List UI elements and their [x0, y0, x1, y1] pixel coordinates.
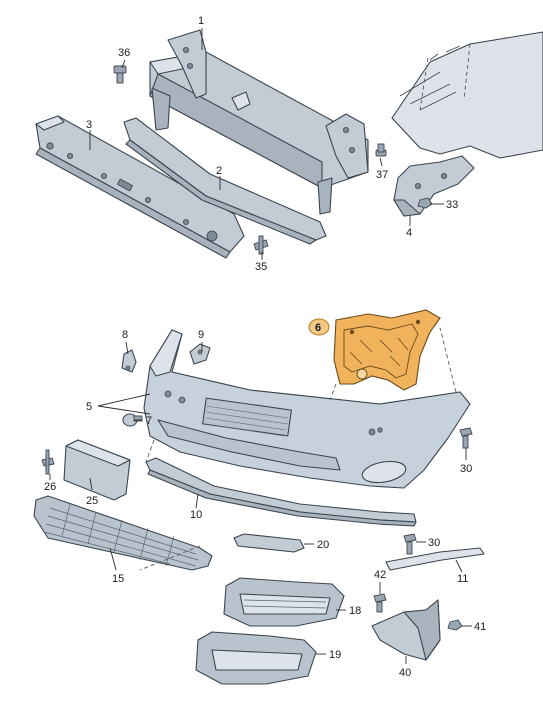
fender-outline	[391, 31, 543, 159]
callout-26: 26	[44, 481, 56, 493]
bolt-part-30-lower	[403, 533, 417, 555]
small-bracket-part-9	[189, 343, 211, 365]
callout-36: 36	[118, 47, 130, 59]
callout-7: 7	[146, 415, 152, 427]
bolt-part-30-upper	[459, 427, 473, 449]
callout-9: 9	[198, 329, 204, 341]
sensor-part-7	[122, 413, 143, 427]
callout-41: 41	[474, 621, 486, 633]
fog-lamp-grille-part-19	[195, 631, 317, 685]
lower-strip-part-2	[123, 117, 327, 245]
callout-6-oval	[308, 318, 330, 336]
callout-42: 42	[374, 569, 386, 581]
trim-strip-part-20	[233, 533, 305, 553]
callout-10: 10	[190, 509, 202, 521]
callout-4: 4	[406, 227, 412, 239]
trim-strip-part-11	[385, 547, 485, 571]
callout-40: 40	[399, 667, 411, 679]
clip-part-35	[253, 235, 269, 255]
spoiler-lip-part-10	[145, 457, 417, 527]
nut-part-33	[417, 197, 433, 209]
callout-19: 19	[329, 649, 341, 661]
callout-15: 15	[112, 573, 124, 585]
callout-18: 18	[349, 605, 361, 617]
callout-30-upper: 30	[460, 463, 472, 475]
bolt-part-36	[113, 65, 127, 84]
leader-lines	[49, 28, 472, 664]
callout-37: 37	[376, 169, 388, 181]
clip-part-26	[41, 449, 55, 475]
callout-30-lower: 30	[428, 537, 440, 549]
callout-1: 1	[198, 15, 204, 27]
callout-3: 3	[86, 119, 92, 131]
callout-5: 5	[86, 401, 92, 413]
bracket-part-4	[393, 155, 475, 217]
bumper-cover-part-5	[143, 329, 471, 489]
callout-33: 33	[446, 199, 458, 211]
nut-part-41	[447, 619, 463, 631]
callout-labels: 1 2 3 4 5 6 7 8 9 10 11 15 18 19 20 25 2…	[44, 15, 486, 679]
reinforcement-beam-part-1	[149, 29, 369, 215]
bolt-part-42	[373, 593, 387, 613]
fog-lamp-grille-part-18	[223, 577, 345, 627]
bolt-part-37	[375, 143, 387, 157]
callout-25: 25	[86, 495, 98, 507]
plate-holder-part-25	[63, 439, 131, 501]
bracket-part-6	[333, 309, 441, 391]
energy-absorber-part-3	[35, 115, 245, 259]
callout-2: 2	[216, 165, 222, 177]
callout-6: 6	[315, 322, 321, 334]
callout-20: 20	[317, 539, 329, 551]
callout-8: 8	[122, 329, 128, 341]
deflector-part-40	[371, 599, 441, 661]
lower-grille-part-15	[33, 495, 213, 571]
callout-35: 35	[255, 261, 267, 273]
callout-11: 11	[457, 573, 468, 585]
small-bracket-part-8	[121, 349, 137, 373]
